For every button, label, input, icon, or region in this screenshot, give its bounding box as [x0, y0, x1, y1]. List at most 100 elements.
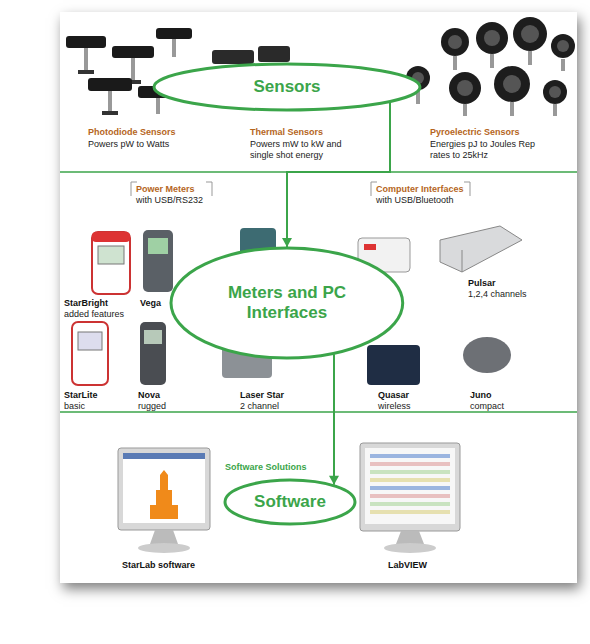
node-text-box: Software	[254, 492, 326, 512]
ellipse-outline	[154, 64, 420, 110]
sensor-head	[551, 34, 575, 58]
node-text-box: Sensors	[253, 77, 320, 97]
starbright-meter	[92, 232, 130, 294]
table-row	[370, 502, 450, 506]
sensor-head	[66, 36, 106, 48]
sensor-name: Thermal Sensors	[250, 127, 323, 138]
vega-meter	[143, 230, 173, 292]
starlite-meter	[72, 322, 108, 385]
node-text-box: Meters and PC Interfaces	[212, 283, 362, 323]
sensor-face	[457, 80, 473, 96]
flow-arrow	[282, 102, 390, 247]
monitor-stand	[150, 530, 178, 544]
sensor-face	[503, 75, 521, 93]
bracket-line	[206, 182, 212, 196]
description-text: Powers pW to Watts	[88, 139, 169, 150]
description-text: Energies pJ to Joules Rep rates to 25kHz	[430, 139, 540, 161]
meter-screen	[78, 332, 102, 350]
sensor-head	[112, 46, 154, 58]
sensor-post	[553, 104, 557, 116]
description-text: basic	[64, 401, 85, 412]
sensor-base	[102, 111, 118, 115]
monitor-screen	[365, 448, 455, 524]
description-text: 1,2,4 channels	[468, 289, 527, 300]
monitor-base	[384, 543, 436, 553]
ellipse-outline	[171, 248, 403, 358]
arrow-line	[287, 102, 390, 247]
device-name: LabVIEW	[388, 560, 427, 571]
sensor-face	[549, 86, 561, 98]
device-name: Quasar	[378, 390, 409, 401]
ellipse-node: Meters and PC Interfaces	[169, 246, 405, 360]
sensor-head	[449, 72, 481, 104]
sensor-post	[490, 54, 494, 68]
sensor-face	[557, 40, 569, 52]
group-heading: Power Meters	[136, 184, 195, 195]
sensor-face	[521, 25, 539, 43]
meter-screen	[98, 246, 124, 264]
sensor-head	[212, 50, 254, 64]
sensor-post	[528, 51, 532, 65]
window-bar	[123, 453, 205, 459]
monitor-frame	[118, 448, 210, 530]
device-name: StarLab software	[122, 560, 195, 571]
description-text: added features	[64, 309, 124, 320]
photodiode-sensor-picture	[66, 28, 192, 115]
logo-mark	[364, 244, 376, 250]
description-text: Powers mW to kW and single shot energy	[250, 139, 350, 161]
node-label: Meters and PC Interfaces	[212, 283, 362, 323]
sensor-head	[258, 46, 290, 62]
description-text: wireless	[378, 401, 411, 412]
flow-arrow	[329, 354, 339, 485]
arrow-head	[282, 238, 292, 247]
nova-meter	[140, 322, 166, 385]
device-name: StarLite	[64, 390, 98, 401]
sensor-post	[108, 91, 112, 111]
device-name: StarBright	[64, 298, 108, 309]
juno-box	[463, 337, 511, 373]
ellipse-outline	[225, 480, 355, 524]
device-name: Laser Star	[240, 390, 284, 401]
description-text: with USB/Bluetooth	[376, 195, 454, 206]
software-pictures	[118, 443, 460, 553]
description-text: rugged	[138, 401, 166, 412]
sensor-head	[441, 28, 469, 56]
node-label: Software	[254, 492, 326, 512]
quasar-box	[367, 345, 420, 385]
monitor-screen	[123, 453, 205, 523]
sensor-post	[561, 59, 565, 71]
sensor-head	[494, 66, 530, 102]
sensor-head	[543, 80, 567, 104]
sensor-post	[172, 39, 176, 57]
table-row	[370, 454, 450, 458]
meter-band	[92, 232, 130, 242]
table-row	[370, 510, 450, 514]
table-row	[370, 462, 450, 466]
node-label: Sensors	[253, 77, 320, 97]
description-text: 2 channel	[240, 401, 279, 412]
sensor-head	[476, 22, 508, 54]
ellipse-node: Sensors	[152, 62, 422, 112]
table-row	[370, 494, 450, 498]
sensor-face	[484, 30, 500, 46]
sensor-head	[513, 17, 547, 51]
device-name: Nova	[138, 390, 160, 401]
table-row	[370, 470, 450, 474]
device-name: Juno	[470, 390, 492, 401]
monitor-stand	[396, 531, 424, 544]
sensor-base	[78, 70, 94, 74]
pulsar-box	[440, 226, 522, 272]
sensor-post	[453, 56, 457, 70]
histogram	[140, 470, 188, 519]
meter-screen	[144, 330, 162, 344]
arrow-line	[333, 354, 335, 485]
sensor-name: Photodiode Sensors	[88, 127, 176, 138]
sensor-face	[448, 35, 462, 49]
sensor-post	[131, 58, 135, 80]
sensor-post	[463, 104, 467, 116]
sensor-post	[84, 48, 88, 70]
separator-line	[60, 411, 577, 413]
table-row	[370, 486, 450, 490]
device-name: Pulsar	[468, 278, 496, 289]
